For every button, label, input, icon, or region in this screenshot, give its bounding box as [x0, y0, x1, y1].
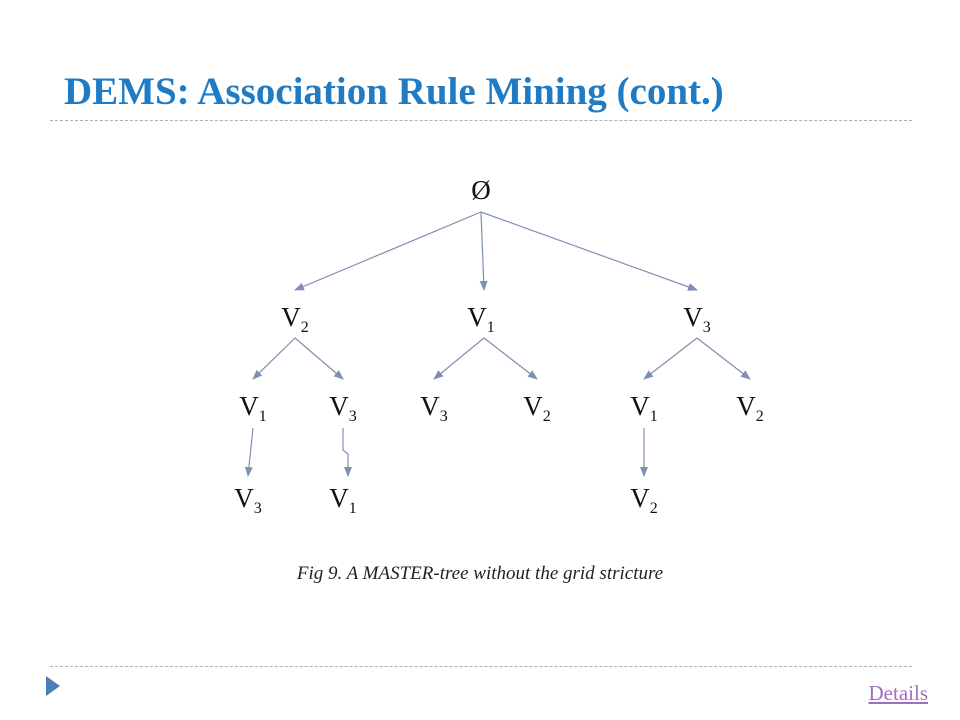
tree-node-subscript: 1	[487, 319, 495, 336]
tree-node-label: V	[630, 483, 650, 513]
tree-node-l1-v2: V2	[281, 302, 309, 336]
tree-node-subscript: 2	[301, 319, 309, 336]
tree-edge-root-to-l1-v2	[294, 211, 482, 291]
tree-edge-l1-v1-to-l2-v1-v2	[483, 337, 538, 380]
tree-node-l3-v2-v1-v3: V3	[234, 483, 262, 517]
tree-node-label: V	[736, 391, 756, 421]
slide-bullet-icon	[46, 676, 60, 696]
title-divider	[50, 120, 912, 121]
figure-caption: Fig 9. A MASTER-tree without the grid st…	[296, 563, 664, 584]
tree-node-label: V	[281, 302, 301, 332]
tree-edge-root-to-l1-v1	[479, 211, 488, 291]
tree-node-subscript: 1	[650, 408, 658, 425]
tree-edge-l2-v2-v3-to-l3-v2-v3-v1	[342, 428, 352, 477]
tree-node-label: V	[234, 483, 254, 513]
tree-node-l2-v1-v2: V2	[523, 391, 551, 425]
tree-node-label: V	[329, 483, 349, 513]
tree-node-root: Ø	[471, 175, 491, 205]
tree-edges	[244, 211, 751, 477]
tree-node-label: V	[523, 391, 543, 421]
tree-edge-l1-v3-to-l2-v3-v2	[696, 337, 751, 380]
tree-node-label: Ø	[471, 175, 491, 205]
tree-edge-l1-v2-to-l2-v2-v1	[252, 337, 296, 380]
tree-node-l2-v3-v2: V2	[736, 391, 764, 425]
tree-node-label: V	[239, 391, 259, 421]
tree-edge-l2-v2-v1-to-l3-v2-v1-v3	[244, 427, 254, 477]
tree-node-l2-v3-v1: V1	[630, 391, 658, 425]
tree-edge-l1-v2-to-l2-v2-v3	[294, 337, 344, 380]
tree-node-subscript: 3	[703, 319, 711, 336]
tree-node-subscript: 1	[259, 408, 267, 425]
slide-title: DEMS: Association Rule Mining (cont.)	[64, 70, 724, 113]
tree-node-subscript: 2	[650, 500, 658, 517]
tree-node-label: V	[630, 391, 650, 421]
tree-node-l1-v1: V1	[467, 302, 495, 336]
tree-edge-l1-v3-to-l2-v3-v1	[643, 337, 698, 380]
tree-node-subscript: 1	[349, 500, 357, 517]
tree-node-subscript: 3	[349, 408, 357, 425]
tree-node-subscript: 2	[543, 408, 551, 425]
tree-edge-l1-v1-to-l2-v1-v3	[433, 337, 485, 380]
tree-edge-root-to-l1-v3	[480, 211, 698, 291]
tree-node-l2-v1-v3: V3	[420, 391, 448, 425]
tree-node-subscript: 3	[254, 500, 262, 517]
tree-node-subscript: 3	[440, 408, 448, 425]
tree-node-label: V	[683, 302, 703, 332]
tree-node-l3-v2-v3-v1: V1	[329, 483, 357, 517]
tree-node-l3-v3-v1-v2: V2	[630, 483, 658, 517]
tree-node-l1-v3: V3	[683, 302, 711, 336]
tree-node-l2-v2-v3: V3	[329, 391, 357, 425]
tree-node-label: V	[329, 391, 349, 421]
tree-node-subscript: 2	[756, 408, 764, 425]
footer-divider	[50, 666, 912, 667]
tree-node-l2-v2-v1: V1	[239, 391, 267, 425]
details-link[interactable]: Details	[868, 681, 928, 705]
tree-node-label: V	[420, 391, 440, 421]
tree-node-label: V	[467, 302, 487, 332]
